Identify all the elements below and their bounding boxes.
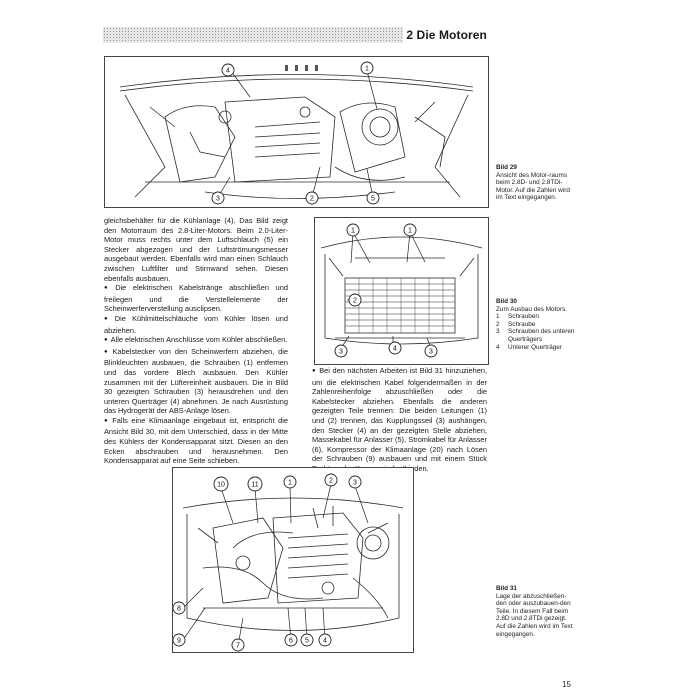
svg-text:4: 4 — [323, 638, 327, 645]
legend-row: 1 Schrauben — [496, 313, 584, 321]
fig31-callout-4: 4 — [318, 633, 332, 647]
paragraph-text: Alle elektrischen Anschlüsse vom Kühler … — [110, 335, 288, 345]
figure-29-caption-title: Bild 29 — [496, 164, 517, 171]
figure-29-caption-text: Ansicht des Motor-raums beim 2.8D- und 2… — [496, 171, 570, 202]
svg-text:4: 4 — [226, 68, 230, 75]
legend-label: Schraube — [508, 320, 536, 328]
fig29-callout-1: 1 — [360, 61, 374, 75]
paragraph-text: Die elektrischen Kabelstränge abschließe… — [104, 283, 288, 314]
header-dot-pattern — [103, 27, 403, 43]
figure-29-caption: Bild 29 Ansicht des Motor-raums beim 2.8… — [496, 164, 574, 202]
figure-31-caption-text: Lage der abzuschließen-den oder auszubau… — [496, 592, 573, 638]
figure-30-radiator: 1 1 2 3 4 3 — [314, 217, 489, 365]
legend-label: Unterer Querträger — [508, 343, 562, 351]
svg-text:5: 5 — [305, 638, 309, 645]
fig31-callout-9: 9 — [173, 633, 186, 647]
figure-31-caption: Bild 31 Lage der abzuschließen-den oder … — [496, 585, 574, 638]
bullet-icon — [104, 416, 112, 425]
svg-text:5: 5 — [371, 196, 375, 203]
svg-text:11: 11 — [251, 482, 258, 489]
paragraph-text: Falls eine Klimaanlage eingebaut ist, en… — [104, 415, 289, 466]
fig31-callout-10: 10 — [213, 476, 229, 492]
svg-text:10: 10 — [217, 482, 225, 489]
legend-label: Schrauben des unteren Querträgers — [508, 328, 575, 343]
fig30-callout-1b: 1 — [403, 223, 417, 237]
svg-text:3: 3 — [339, 349, 343, 356]
fig29-callout-3: 3 — [211, 191, 225, 205]
legend-num: 2 — [496, 320, 500, 328]
body-right-column: Bei den nächsten Arbeiten ist Bild 31 hi… — [312, 366, 487, 474]
chapter-title: 2 Die Motoren — [406, 28, 487, 42]
svg-text:2: 2 — [353, 298, 357, 305]
figure-30-caption-title: Bild 30 — [496, 298, 517, 305]
svg-text:9: 9 — [177, 638, 181, 645]
legend-row: 4 Unterer Querträger — [496, 344, 584, 352]
fig29-callout-5: 5 — [366, 191, 380, 205]
fig31-callout-3: 3 — [348, 475, 362, 489]
figure-30-caption-text: Zum Ausbau des Motors. — [496, 305, 568, 313]
svg-text:8: 8 — [177, 606, 181, 613]
legend-label: Schrauben — [508, 313, 539, 321]
bullet-paragraph: Falls eine Klimaanlage eingebaut ist, en… — [104, 416, 288, 466]
fig29-callout-4: 4 — [221, 63, 235, 77]
fig30-callout-1a: 1 — [346, 223, 360, 237]
paragraph-text: Die Kühlmittelschläuche vom Kühler lösen… — [104, 313, 289, 335]
paragraph-text: Kabelstecker von den Scheinwerfern abzie… — [104, 346, 288, 416]
bullet-icon — [104, 283, 115, 292]
bullet-paragraph: Kabelstecker von den Scheinwerfern abzie… — [104, 347, 288, 416]
bullet-paragraph: Die elektrischen Kabelstränge abschließe… — [104, 283, 288, 314]
bullet-icon — [104, 335, 111, 344]
bullet-paragraph: Alle elektrischen Anschlüsse vom Kühler … — [104, 335, 288, 347]
figure-31-disconnect-parts: 10 11 1 2 3 8 9 7 6 5 4 — [172, 467, 414, 653]
svg-text:1: 1 — [408, 228, 412, 235]
legend-num: 1 — [496, 313, 500, 321]
svg-text:4: 4 — [393, 346, 397, 353]
svg-text:3: 3 — [353, 480, 357, 487]
svg-text:3: 3 — [429, 349, 433, 356]
svg-text:1: 1 — [365, 66, 369, 73]
svg-text:2: 2 — [329, 478, 333, 485]
fig30-callout-3b: 3 — [424, 344, 438, 358]
legend-num: 3 — [496, 328, 500, 336]
legend-row: 2 Schraube — [496, 321, 584, 329]
fig29-callout-2: 2 — [305, 191, 319, 205]
legend-num: 4 — [496, 343, 500, 351]
bullet-paragraph: Die Kühlmittelschläuche vom Kühler lösen… — [104, 314, 288, 335]
paragraph: gleichsbehälter für die Kühlanlage (4). … — [104, 216, 288, 283]
fig31-callout-6: 6 — [284, 633, 298, 647]
bullet-icon — [104, 314, 115, 323]
body-left-column: gleichsbehälter für die Kühlanlage (4). … — [104, 216, 288, 466]
fig31-callout-7: 7 — [231, 638, 245, 652]
fig31-callout-1: 1 — [283, 475, 297, 489]
fig30-callout-3a: 3 — [334, 344, 348, 358]
fig31-callout-2: 2 — [324, 473, 338, 487]
fig31-callout-11: 11 — [247, 476, 263, 492]
svg-text:7: 7 — [236, 643, 240, 650]
fig30-callout-4: 4 — [388, 341, 402, 355]
svg-text:6: 6 — [289, 638, 293, 645]
figure-29-engine-bay: 4 1 3 2 5 — [104, 56, 489, 208]
fig31-callout-5: 5 — [300, 633, 314, 647]
chapter-header: 2 Die Motoren — [103, 27, 491, 43]
fig30-callout-2: 2 — [348, 293, 362, 307]
legend-row: 3 Schrauben des unteren Querträgers — [496, 328, 584, 343]
fig31-callout-8: 8 — [173, 601, 186, 615]
bullet-paragraph: Bei den nächsten Arbeiten ist Bild 31 hi… — [312, 366, 487, 474]
svg-text:2: 2 — [310, 196, 314, 203]
paragraph-text: Bei den nächsten Arbeiten ist Bild 31 hi… — [312, 366, 488, 473]
figure-31-caption-title: Bild 31 — [496, 585, 517, 592]
page-number: 15 — [562, 680, 571, 689]
svg-text:1: 1 — [351, 228, 355, 235]
svg-text:3: 3 — [216, 196, 220, 203]
svg-text:1: 1 — [288, 480, 292, 487]
